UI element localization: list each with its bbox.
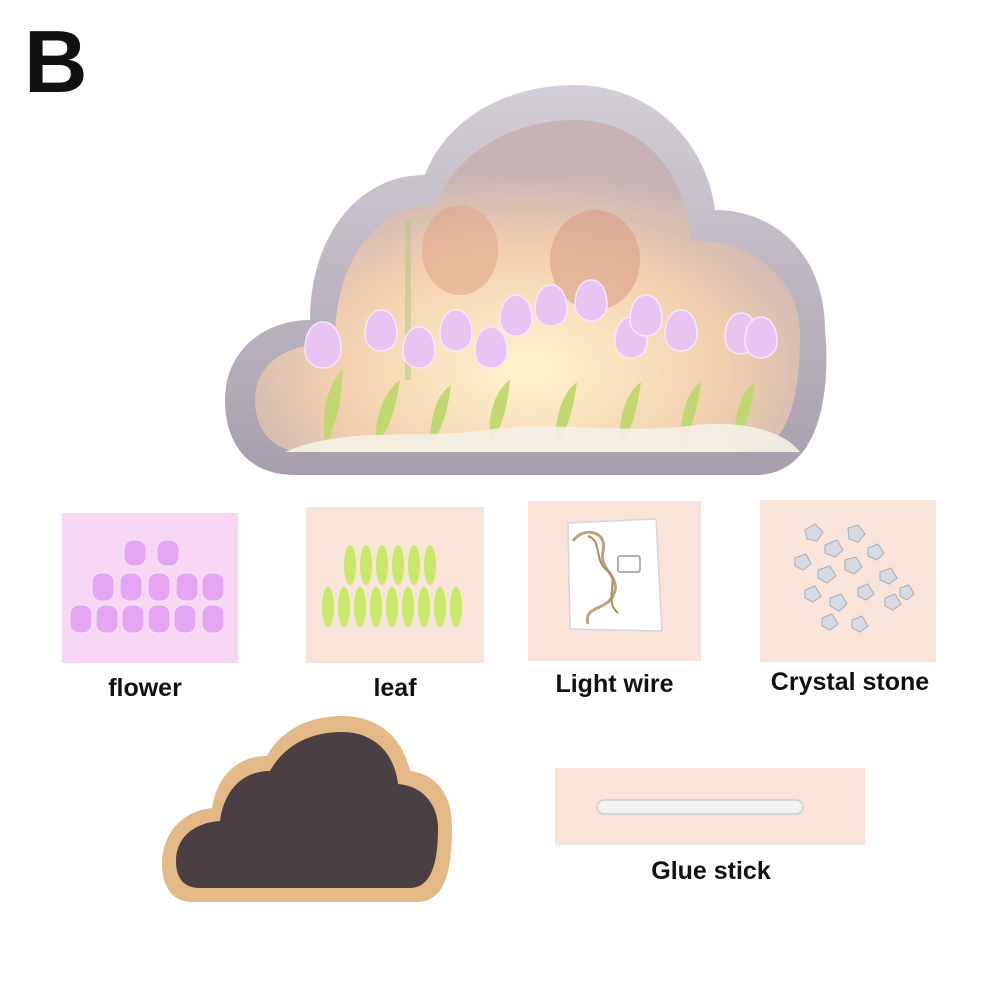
glue-stick-caption: Glue stick bbox=[651, 857, 771, 885]
light-wire-caption: Light wire bbox=[555, 670, 674, 698]
crystal-base bbox=[285, 423, 800, 452]
flower-tile bbox=[62, 513, 238, 663]
tulip-icon bbox=[69, 539, 225, 634]
cloud-frame-icon bbox=[162, 716, 452, 902]
wire-bag-icon bbox=[567, 518, 663, 632]
cloud-window bbox=[255, 120, 800, 452]
leaf-icon bbox=[322, 545, 462, 627]
mirror-frame-photo bbox=[162, 716, 452, 902]
flower-caption: flower bbox=[108, 674, 182, 702]
tulips bbox=[304, 279, 778, 369]
light-wire-tile bbox=[528, 501, 701, 661]
leaf-caption: leaf bbox=[373, 674, 417, 702]
variant-label: B bbox=[24, 12, 88, 111]
crystal-stone-tile bbox=[760, 500, 936, 662]
leaf-tile bbox=[306, 507, 484, 663]
cloud-lamp-photo bbox=[225, 85, 827, 475]
glue-stick-tile bbox=[555, 768, 865, 845]
glue-stick-icon bbox=[596, 799, 804, 815]
crystal-icon bbox=[794, 523, 915, 633]
crystal-stone-caption: Crystal stone bbox=[770, 668, 930, 696]
reflected-tulips bbox=[405, 205, 640, 380]
